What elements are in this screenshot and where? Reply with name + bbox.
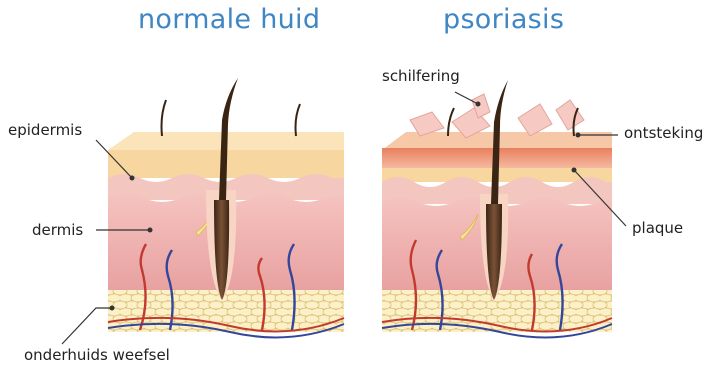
label-plaque: plaque <box>632 219 683 237</box>
psoriasis-scale-4 <box>556 100 584 130</box>
leader-subcutis <box>62 308 112 344</box>
dot-subcutis <box>110 306 115 311</box>
psoriasis-scale-3 <box>518 104 552 136</box>
dot-inflammation <box>576 133 581 138</box>
psoriasis-skin-block <box>382 80 612 337</box>
leader-scaling <box>455 92 478 104</box>
label-subcutis: onderhuids weefsel <box>24 346 170 364</box>
label-epidermis: epidermis <box>8 121 82 139</box>
dot-plaque <box>572 168 577 173</box>
normal-small-hair-2 <box>296 104 301 136</box>
dot-epidermis <box>130 176 135 181</box>
label-scaling: schilfering <box>382 67 460 85</box>
dot-dermis <box>148 228 153 233</box>
label-dermis: dermis <box>32 221 83 239</box>
label-inflammation: ontsteking <box>624 124 703 142</box>
dot-scaling <box>476 102 481 107</box>
normal-small-hair <box>162 100 167 136</box>
normal-skin-block <box>108 78 344 337</box>
